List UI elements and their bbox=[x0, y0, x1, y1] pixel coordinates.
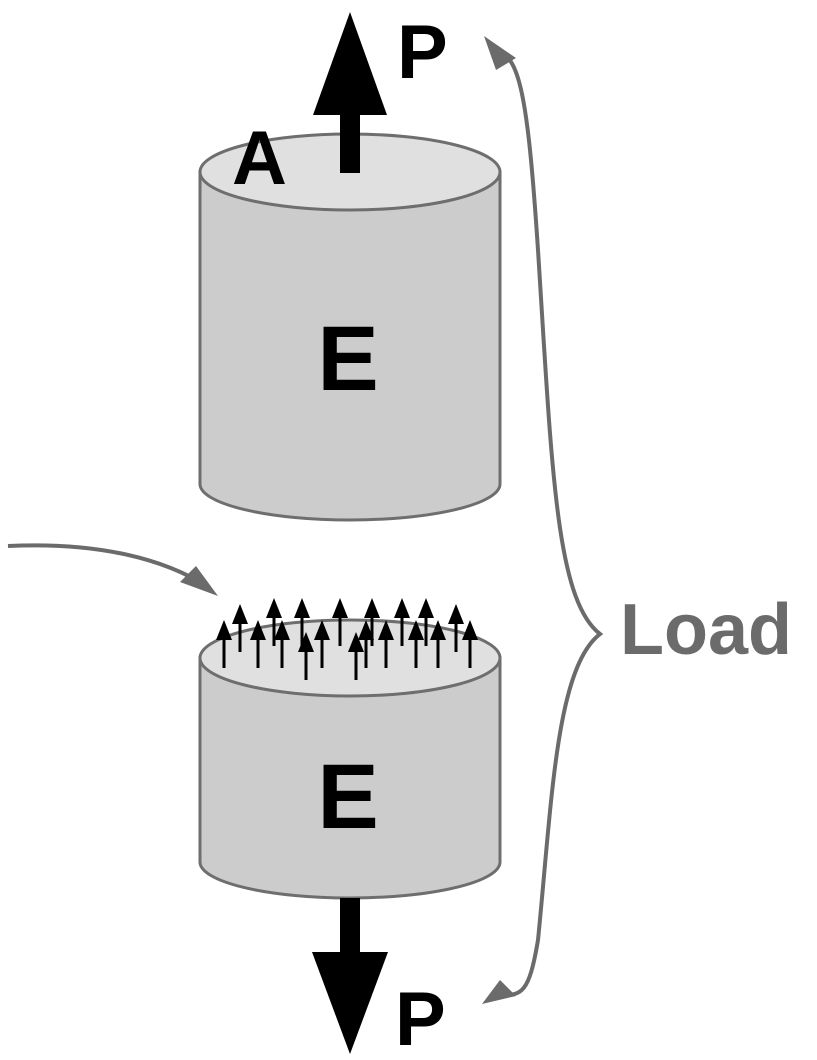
top-force-arrow bbox=[313, 12, 387, 173]
stress-arrow-head bbox=[266, 598, 282, 618]
load-label: Load bbox=[620, 590, 792, 670]
bottom-cylinder bbox=[198, 618, 502, 900]
stress-arrow-head bbox=[462, 620, 478, 640]
top-force-label: P bbox=[397, 10, 448, 95]
stress-arrow-head bbox=[332, 598, 348, 618]
load-bracket bbox=[493, 49, 604, 998]
stress-arrow-head bbox=[274, 620, 290, 640]
stress-arrow-head bbox=[394, 598, 410, 618]
stress-arrow-head bbox=[348, 632, 364, 652]
top-modulus-label: E bbox=[317, 308, 378, 410]
load-bracket-top-arrowhead bbox=[484, 36, 516, 70]
stress-arrow-head bbox=[358, 620, 374, 640]
stress-arrow-head bbox=[430, 620, 446, 640]
pointer-arrowhead bbox=[180, 566, 218, 596]
stress-arrow-head bbox=[418, 598, 434, 618]
stress-arrow-head bbox=[408, 620, 424, 640]
stress-arrow-head bbox=[364, 598, 380, 618]
stress-arrow-head bbox=[378, 620, 394, 640]
stress-arrow-head bbox=[294, 598, 310, 618]
bottom-force-arrow bbox=[312, 898, 388, 1054]
bottom-force-label: P bbox=[395, 977, 446, 1060]
area-label: A bbox=[232, 116, 287, 201]
stress-arrow-head bbox=[250, 620, 266, 640]
stress-arrow-head bbox=[314, 620, 330, 640]
stress-arrow-head bbox=[298, 632, 314, 652]
stress-arrows bbox=[216, 598, 478, 680]
load-bracket-bottom-arrowhead bbox=[482, 980, 516, 1004]
stress-arrow-head bbox=[448, 604, 464, 624]
stress-arrow-head bbox=[216, 620, 232, 640]
bottom-modulus-label: E bbox=[317, 746, 378, 848]
pointer-arrow bbox=[7, 543, 210, 589]
stress-arrow-head bbox=[232, 604, 248, 624]
